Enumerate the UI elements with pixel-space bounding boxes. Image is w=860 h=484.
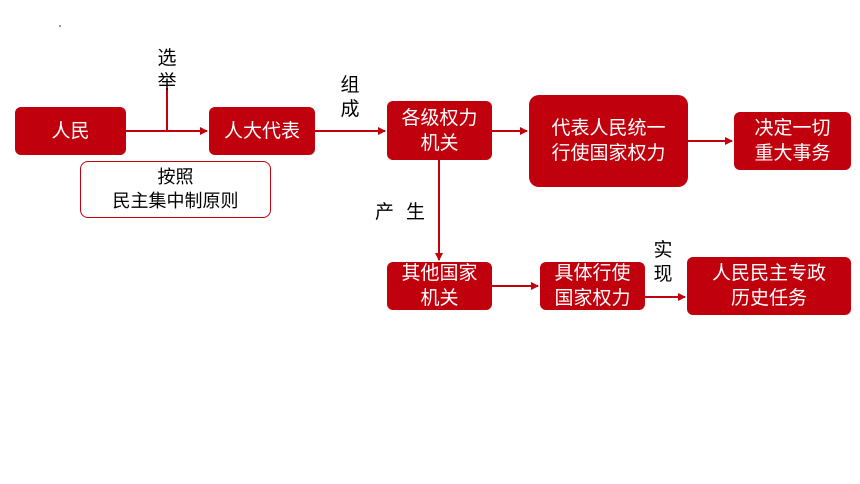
node-historic-task: 人民民主专政 历史任务 [687, 257, 851, 315]
node-exercise-line2: 国家权力 [554, 287, 631, 309]
principle-note-line1: 按照 [157, 166, 194, 188]
node-npc-text: 人大代表 [223, 119, 300, 142]
node-exercise-line1: 具体行使 [554, 262, 631, 284]
principle-note: 按照 民主集中制原则 [80, 161, 271, 218]
node-represent-line2: 行使国家权力 [551, 142, 666, 164]
label-realize: 实 现 [651, 238, 675, 286]
node-power-organs-line1: 各级权力 [401, 106, 478, 129]
node-people-text: 人民 [51, 119, 90, 142]
node-represent-line1: 代表人民统一 [551, 117, 666, 139]
node-power-organs: 各级权力 机关 [387, 101, 492, 160]
label-compose-char1: 组 [340, 74, 360, 96]
label-realize-char1: 实 [653, 239, 673, 261]
node-npc-deputies: 人大代表 [209, 107, 315, 155]
node-exercise-power: 具体行使 国家权力 [540, 262, 645, 310]
label-compose: 组 成 [338, 73, 362, 121]
stray-dot [59, 25, 61, 27]
node-task-line2: 历史任务 [730, 287, 807, 309]
label-elect-char2: 举 [157, 71, 177, 93]
node-decide-matters: 决定一切 重大事务 [734, 112, 851, 170]
label-compose-char2: 成 [340, 98, 360, 120]
principle-note-line2: 民主集中制原则 [112, 190, 239, 212]
node-represent-people: 代表人民统一 行使国家权力 [529, 95, 688, 187]
label-produce: 产 生 [374, 201, 426, 223]
node-other-organs-line2: 机关 [420, 287, 459, 309]
label-elect: 选 举 [155, 46, 179, 94]
node-decide-line1: 决定一切 [754, 117, 831, 139]
label-realize-char2: 现 [653, 263, 673, 285]
node-decide-line2: 重大事务 [754, 142, 831, 164]
node-other-organs-line1: 其他国家 [401, 262, 478, 284]
label-elect-char1: 选 [157, 47, 177, 69]
node-other-organs: 其他国家 机关 [387, 262, 492, 310]
node-people: 人民 [15, 107, 126, 155]
node-task-line1: 人民民主专政 [711, 262, 826, 284]
node-power-organs-line2: 机关 [420, 131, 459, 154]
